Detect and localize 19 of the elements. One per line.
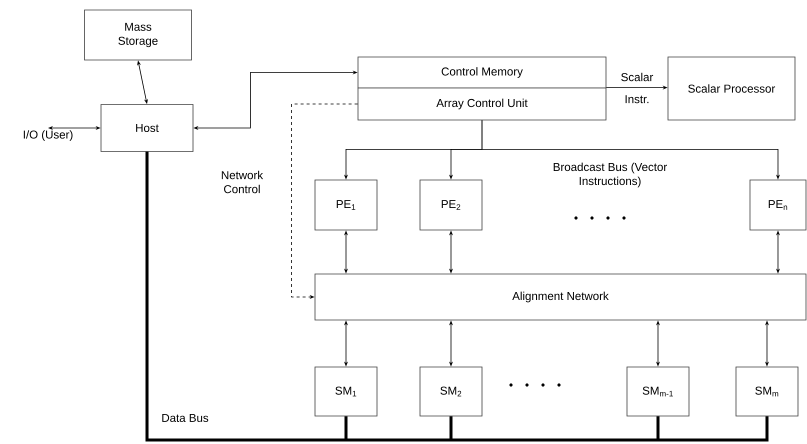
- bus-label: Broadcast Bus (Vector Instructions): [554, 162, 667, 188]
- memory-module-box: SM$_{1}$: [314, 366, 378, 416]
- control-unit-box: Array Control Unit: [358, 88, 606, 120]
- bus-line: [146, 152, 768, 442]
- io-label: I/O (User): [24, 130, 73, 141]
- bus-label: Data Bus: [162, 414, 208, 422]
- memory-module-box: SM$_{m-1}$: [626, 366, 690, 416]
- edge-label: Scalar Instr.: [621, 72, 654, 104]
- network-box: Alignment Network: [314, 274, 806, 320]
- pe-box: PE$_{1}$: [314, 180, 378, 230]
- memory-module-box: SM$_{m}$: [736, 366, 798, 416]
- storage-box: Mass Storage: [84, 10, 192, 60]
- pe-box: PE$_{n}$: [750, 180, 806, 230]
- edge-label: Network Control: [222, 170, 264, 194]
- memory-module-box: SM$_{2}$: [420, 366, 482, 416]
- processor-box: Scalar Processor: [668, 56, 796, 120]
- pe-box: PE$_{2}$: [420, 180, 482, 230]
- memory-box: Control Memory: [358, 56, 606, 88]
- host-box: Host: [100, 104, 194, 152]
